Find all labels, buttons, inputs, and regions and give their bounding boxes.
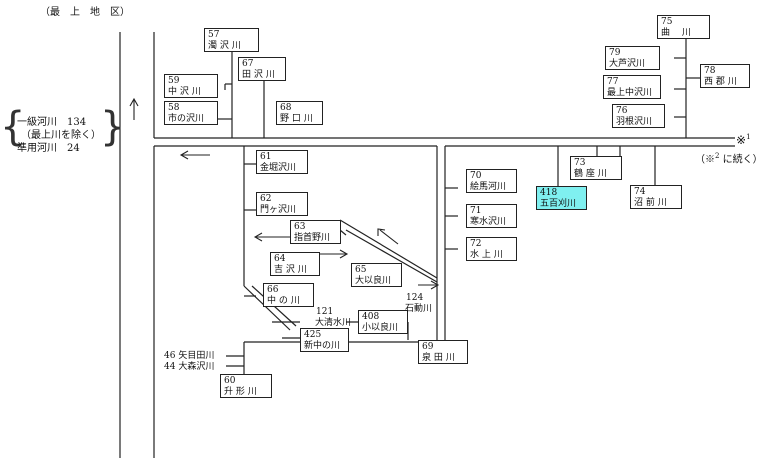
summary-line3: 準用河川 24 bbox=[17, 143, 80, 154]
river-label-44: 44 大森沢川 bbox=[164, 362, 215, 372]
summary-line2: （最上川を除く） bbox=[21, 130, 101, 141]
river-label-121: 121 bbox=[316, 307, 334, 317]
left-brace: { bbox=[0, 104, 26, 150]
river-label-124: 124 bbox=[406, 293, 424, 303]
river-label-46: 46 矢目田川 bbox=[164, 351, 215, 361]
continuation-note: （※2 に続く） bbox=[695, 152, 763, 166]
region-title: （最 上 地 区） bbox=[40, 7, 130, 18]
river-label-124-name: 石動川 bbox=[405, 304, 433, 314]
continuation-mark: ※1 bbox=[736, 133, 751, 147]
river-label-121-name: 大清水川 bbox=[315, 318, 352, 328]
summary-line1: 一級河川 134 bbox=[17, 117, 87, 128]
right-brace: } bbox=[100, 104, 126, 150]
